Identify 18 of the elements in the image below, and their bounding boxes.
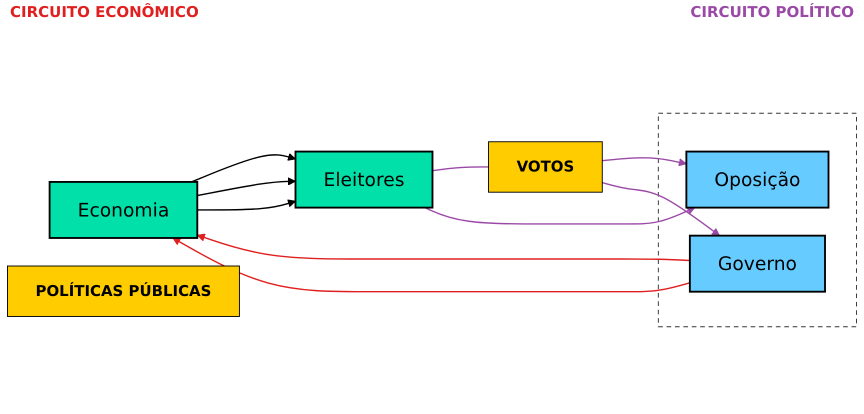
node-box: VOTOS: [488, 141, 603, 193]
arrow: [602, 182, 720, 236]
node-box: POLÍTICAS PÚBLICAS: [7, 266, 240, 317]
circuit-label: CIRCUITO POLÍTICO: [690, 3, 854, 23]
node-box: Economia: [48, 181, 198, 239]
arrow: [424, 206, 696, 225]
arrow: [197, 177, 296, 196]
arrow: [191, 152, 296, 183]
circuit-label: CIRCUITO ECONÔMICO: [10, 3, 199, 23]
node-box: Governo: [688, 234, 826, 293]
node-box: Oposição: [685, 150, 830, 209]
arrow: [602, 157, 687, 166]
arrow: [197, 199, 296, 211]
arrow: [172, 238, 690, 292]
arrow: [196, 234, 690, 262]
connector: [432, 166, 489, 172]
cluster: [658, 112, 857, 328]
node-box: Eleitores: [294, 150, 434, 209]
